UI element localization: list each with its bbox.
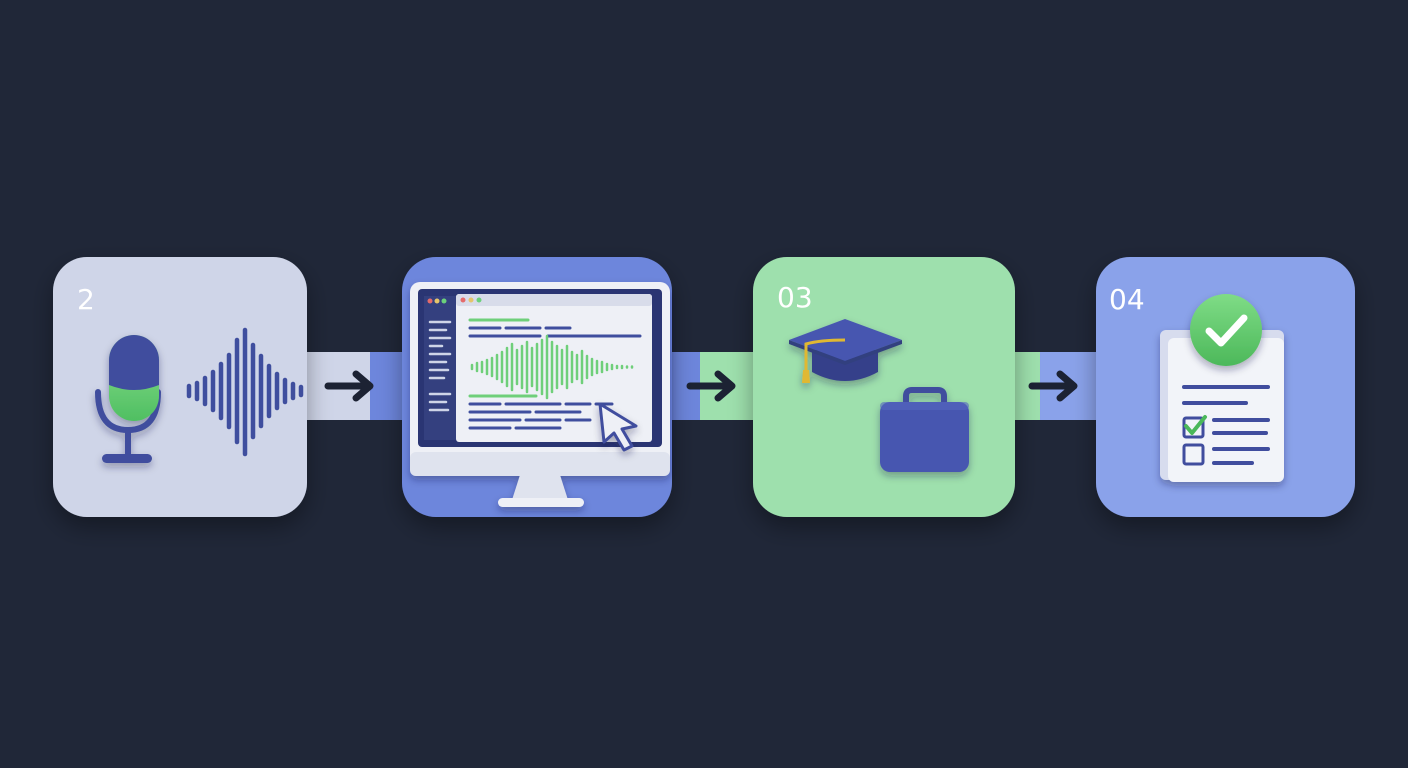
arrow-right-icon bbox=[1028, 370, 1078, 402]
step-4-card: 04 bbox=[1096, 257, 1355, 517]
cursor-pointer-icon bbox=[598, 402, 638, 452]
checklist-document-icon bbox=[1160, 330, 1284, 482]
audio-waveform bbox=[470, 334, 634, 400]
checkmark-badge-icon bbox=[1190, 294, 1262, 366]
microphone-icon bbox=[95, 335, 161, 463]
graduation-cap-icon bbox=[789, 319, 902, 383]
briefcase-icon bbox=[880, 387, 969, 472]
step-4-number: 04 bbox=[1109, 283, 1145, 316]
step-3-card: 03 bbox=[753, 257, 1015, 517]
connector-3 bbox=[1005, 352, 1105, 420]
code-editor-window bbox=[424, 294, 652, 452]
connector-1 bbox=[300, 352, 412, 420]
connector-2 bbox=[660, 352, 760, 420]
step-1-card: 2 bbox=[53, 257, 307, 517]
step-1-number: 2 bbox=[77, 283, 95, 316]
step-2-card bbox=[402, 257, 672, 517]
arrow-right-icon bbox=[324, 370, 374, 402]
arrow-right-icon bbox=[686, 370, 736, 402]
step-3-number: 03 bbox=[777, 281, 813, 314]
soundwave-icon bbox=[186, 327, 304, 457]
